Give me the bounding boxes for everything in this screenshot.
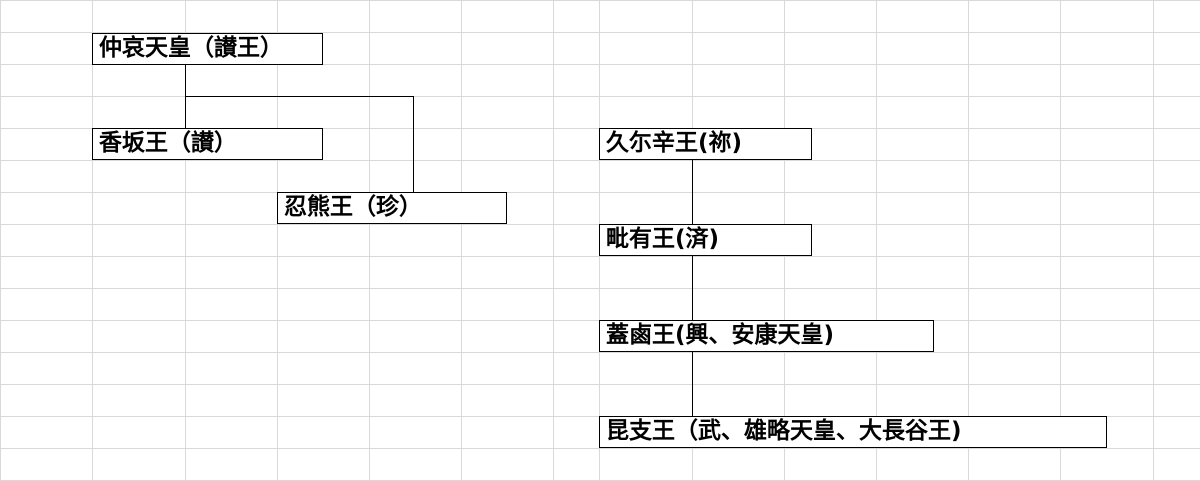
connector-kuniko-biyu	[692, 160, 693, 224]
connector-chuai-branch	[185, 96, 414, 97]
connector-gairo-konshi	[692, 352, 693, 416]
node-konshi: 昆支王（武、雄略天皇、大長谷王)	[599, 416, 1107, 448]
node-kago: 香坂王（讃）	[92, 128, 323, 160]
connector-biyu-gairo	[692, 256, 693, 320]
node-oshikuma: 忍熊王（珍）	[277, 192, 507, 224]
node-biyu: 毗有王(済)	[599, 224, 812, 256]
node-chuai: 仲哀天皇（讃王）	[92, 33, 323, 65]
node-kuniko: 久尓辛王(祢)	[599, 128, 812, 160]
connector-branch-oshikuma	[413, 96, 414, 192]
node-gairo: 蓋鹵王(興、安康天皇)	[599, 320, 934, 352]
